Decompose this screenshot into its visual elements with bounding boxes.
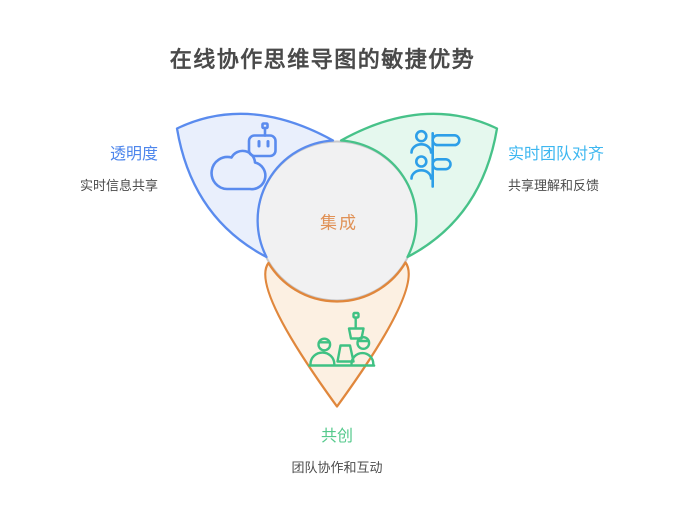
cocreation-subtitle: 团队协作和互动 <box>291 460 383 475</box>
label-transparency: 透明度 实时信息共享 <box>79 146 158 193</box>
team-collaboration-icon <box>308 311 376 367</box>
alignment-title: 实时团队对齐 <box>508 146 605 163</box>
alignment-subtitle: 共享理解和反馈 <box>508 178 600 193</box>
people-timeline-icon <box>410 129 461 188</box>
cocreation-title: 共创 <box>320 428 354 445</box>
transparency-title: 透明度 <box>109 146 158 163</box>
petal-alignment <box>339 112 499 259</box>
petal-transparency <box>175 112 335 259</box>
label-cocreation: 共创 团队协作和互动 <box>291 428 383 475</box>
cloud-robot-icon <box>210 122 277 191</box>
transparency-subtitle: 实时信息共享 <box>79 178 158 193</box>
center-label: 集成 <box>320 213 358 233</box>
page-title: 在线协作思维导图的敏捷优势 <box>169 47 476 72</box>
label-alignment: 实时团队对齐 共享理解和反馈 <box>508 146 605 193</box>
petal-cocreation <box>264 261 410 408</box>
